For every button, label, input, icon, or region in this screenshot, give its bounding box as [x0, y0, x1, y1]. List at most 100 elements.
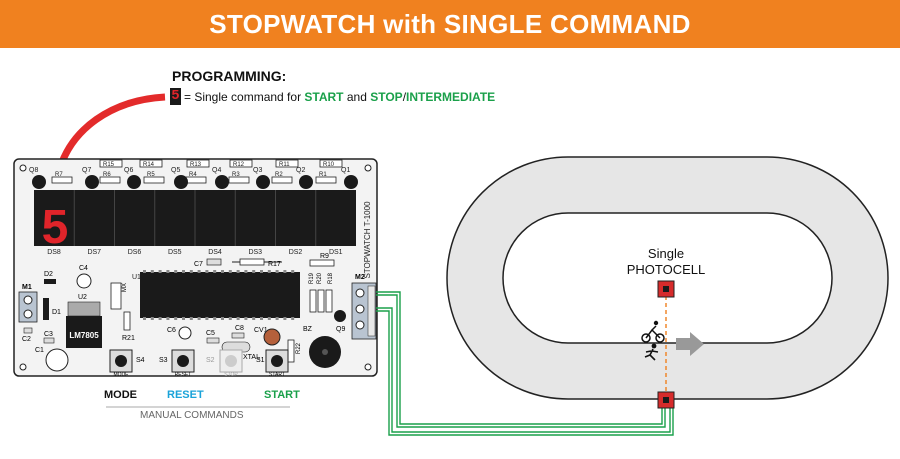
label-r4: R4	[189, 172, 197, 178]
label-s4: S4	[136, 357, 145, 364]
digit-five-icon: 5	[170, 88, 181, 105]
label-q2: Q2	[296, 167, 305, 174]
label-ds6: DS6	[128, 249, 142, 256]
label-q4: Q4	[212, 167, 221, 174]
switch-s1[interactable]	[265, 349, 289, 373]
capacitor-c4	[76, 273, 92, 289]
label-r21: R21	[122, 335, 135, 342]
resistor-r10	[319, 159, 343, 168]
label-r7: R7	[55, 172, 63, 178]
start-command-label: START	[264, 389, 300, 401]
resistor-r14	[139, 159, 163, 168]
label-r10: R10	[323, 162, 335, 168]
label-r15: R15	[103, 162, 115, 168]
label-r6: R6	[103, 172, 111, 178]
label-d2: D2	[44, 271, 53, 278]
label-lm7805: LM7805	[69, 331, 99, 340]
label-c7: C7	[194, 261, 203, 268]
label-r2: R2	[275, 172, 283, 178]
programming-start: START	[304, 89, 344, 104]
label-s2: S2	[206, 357, 215, 364]
label-ds7: DS7	[87, 249, 101, 256]
transistor-q8	[32, 175, 46, 189]
regulator-tab	[67, 301, 101, 317]
reset-command-label: RESET	[167, 389, 204, 401]
resistor-r7	[51, 176, 73, 184]
mode-command-label: MODE	[104, 389, 137, 401]
pad-mode: MODE	[114, 372, 130, 378]
capacitor-c6	[178, 326, 192, 340]
label-c8: C8	[235, 325, 244, 332]
resistor-r1	[315, 176, 337, 184]
resistor-r12	[229, 159, 253, 168]
resistor-r11	[275, 159, 299, 168]
label-d1: D1	[52, 309, 61, 316]
resistor-r2	[271, 176, 293, 184]
label-ds4: DS4	[208, 249, 222, 256]
regulator-u2	[66, 316, 102, 348]
label-r9: R9	[320, 253, 329, 260]
resistor-r15	[99, 159, 123, 168]
label-q8: Q8	[29, 167, 38, 174]
label-q5: Q5	[171, 167, 180, 174]
label-u2: U2	[78, 294, 87, 301]
transistor-q7	[85, 175, 99, 189]
label-q1: Q1	[341, 167, 350, 174]
label-r20: R20	[317, 272, 323, 284]
resistor-r5	[143, 176, 165, 184]
resistor-r3	[228, 176, 250, 184]
label-r18: R18	[328, 272, 334, 284]
label-r14: R14	[143, 162, 155, 168]
terminal-m1	[18, 291, 38, 323]
label-mx: MX	[122, 283, 128, 292]
board-model-label: STOPWATCH T-1000	[363, 201, 372, 279]
pad-start: START	[269, 372, 285, 378]
label-q9: Q9	[336, 326, 345, 333]
trimmer-cv1	[263, 328, 281, 346]
display-digit: 5	[42, 201, 69, 254]
wire-b-inner	[376, 310, 674, 436]
label-r11: R11	[279, 162, 290, 168]
switch-s2[interactable]	[219, 349, 243, 373]
label-ds3: DS3	[248, 249, 262, 256]
label-ds2: DS2	[289, 249, 303, 256]
label-c1: C1	[35, 347, 44, 354]
resistor-r17	[239, 258, 265, 266]
programming-slash: /	[402, 89, 407, 104]
pad-stop: STOP	[224, 372, 238, 378]
runner-icon	[644, 343, 659, 361]
page-title: STOPWATCH with SINGLE COMMAND	[209, 8, 691, 39]
resistor-r13	[186, 159, 210, 168]
label-ds8: DS8	[47, 249, 61, 256]
direction-arrow-icon	[676, 332, 704, 356]
label-r13: R13	[190, 162, 202, 168]
track-infield	[502, 212, 833, 344]
label-c4: C4	[79, 265, 88, 272]
label-r12: R12	[233, 162, 245, 168]
label-xtal: XTAL	[243, 354, 260, 361]
programming-eq: = Single command for	[184, 89, 302, 104]
label-q6: Q6	[124, 167, 133, 174]
label-m1: M1	[22, 284, 32, 291]
programming-line: 5 = Single command for START and STOP/IN…	[170, 88, 495, 105]
label-s3: S3	[159, 357, 168, 364]
ic-u1	[140, 272, 300, 318]
label-q3: Q3	[253, 167, 262, 174]
transistor-q5	[174, 175, 188, 189]
label-u1: U1	[132, 274, 141, 281]
label-m2: M2	[355, 274, 365, 281]
label-ds1: DS1	[329, 249, 343, 256]
label-r22: R22	[296, 342, 302, 354]
label-c5: C5	[206, 330, 215, 337]
photocell-label-line2: PHOTOCELL	[627, 262, 706, 277]
switch-s3[interactable]	[171, 349, 195, 373]
programming-stop: STOP	[370, 89, 403, 104]
label-cv1: CV1	[254, 327, 268, 334]
cyclist-icon	[641, 320, 665, 343]
photocell-emitter	[657, 280, 675, 298]
photocell-label-line1: Single	[648, 246, 684, 261]
label-s1: S1	[256, 357, 265, 364]
label-c3: C3	[44, 331, 53, 338]
switch-s4[interactable]	[109, 349, 133, 373]
